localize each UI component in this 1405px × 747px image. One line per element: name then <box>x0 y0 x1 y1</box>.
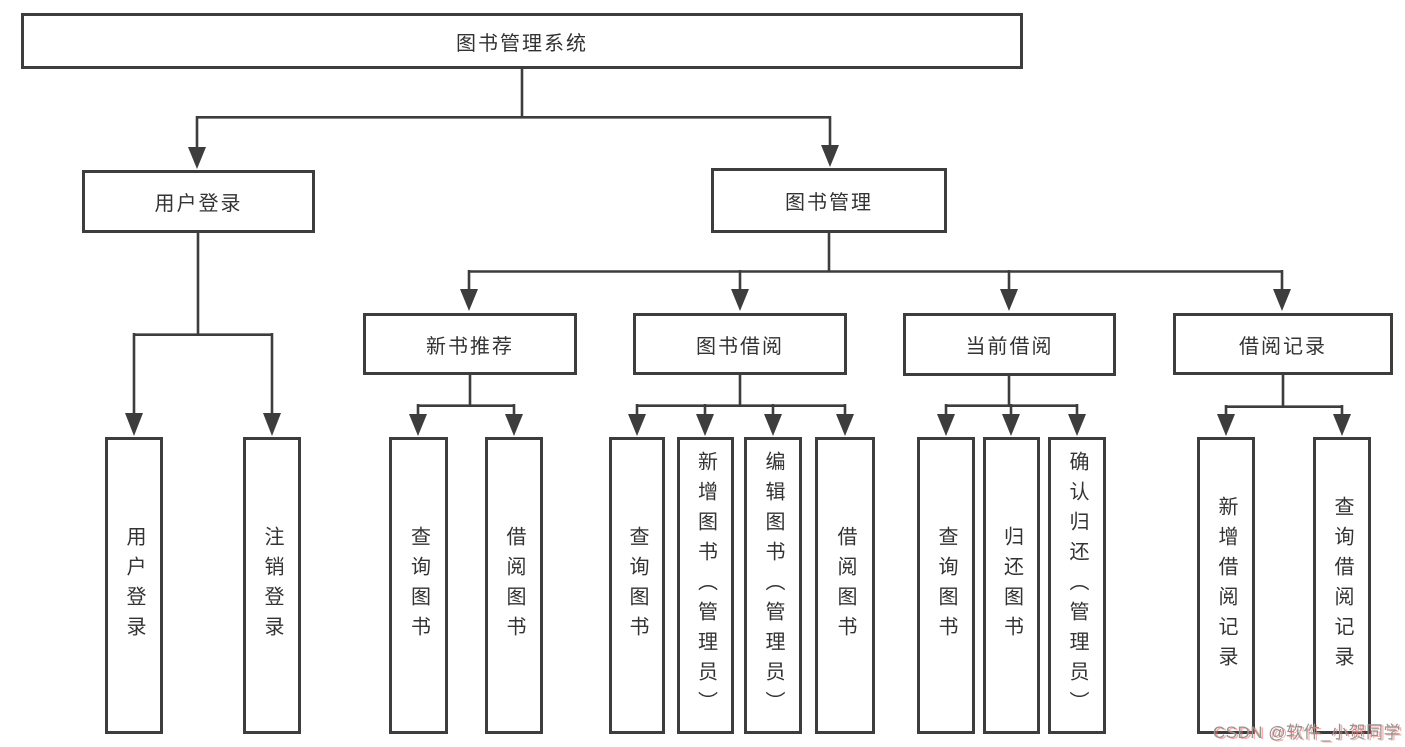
arrowheads <box>125 145 1351 436</box>
leaf-logout: 注销登录 <box>243 437 301 734</box>
node-user-login-branch: 用户登录 <box>82 170 315 233</box>
leaf-query-books-borrow: 查询图书 <box>609 437 665 734</box>
leaf-borrow-books: 借阅图书 <box>815 437 875 734</box>
leaf-edit-books-admin: 编辑图书（管理员） <box>744 437 802 734</box>
node-borrowing-records: 借阅记录 <box>1173 313 1393 375</box>
leaf-return-books: 归还图书 <box>983 437 1040 734</box>
leaf-query-books-recommend: 查询图书 <box>389 437 448 734</box>
node-book-management-branch: 图书管理 <box>711 168 947 233</box>
node-root-system: 图书管理系统 <box>21 13 1023 69</box>
node-current-borrowing: 当前借阅 <box>903 313 1116 376</box>
leaf-user-login: 用户登录 <box>105 437 163 734</box>
leaf-add-borrow-record: 新增借阅记录 <box>1197 437 1255 734</box>
csdn-watermark: CSDN @软件_小贺同学 <box>1212 723 1401 742</box>
leaf-add-books-admin: 新增图书（管理员） <box>677 437 734 734</box>
node-new-book-recommend: 新书推荐 <box>363 313 577 375</box>
leaf-borrow-books-recommend: 借阅图书 <box>485 437 543 734</box>
leaf-query-borrow-record: 查询借阅记录 <box>1313 437 1371 734</box>
leaf-confirm-return-admin: 确认归还（管理员） <box>1048 437 1106 734</box>
node-book-borrowing: 图书借阅 <box>633 313 847 375</box>
leaf-query-books-current: 查询图书 <box>917 437 975 734</box>
